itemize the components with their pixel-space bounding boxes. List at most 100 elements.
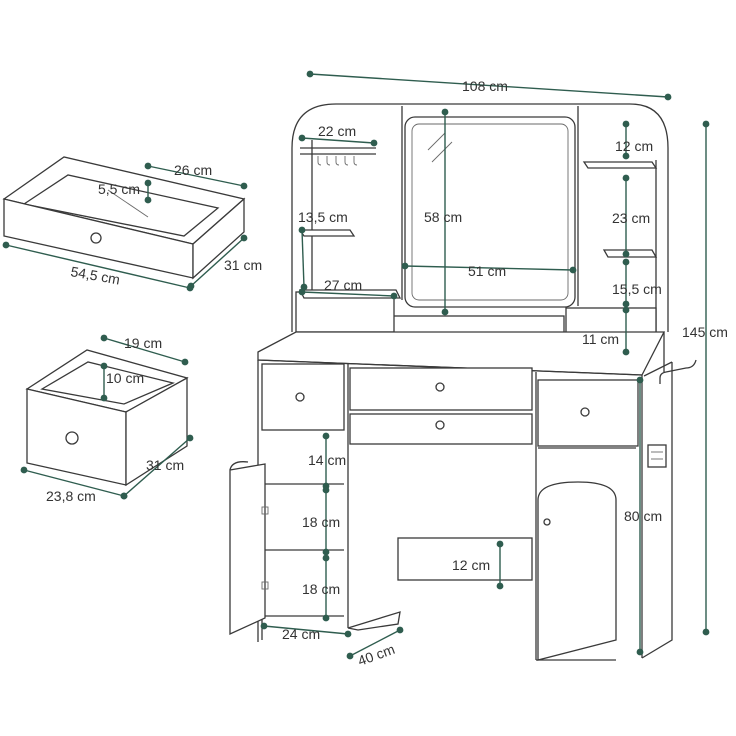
knee-panel-height-label: 12 cm <box>452 557 490 573</box>
dimension-endpoint-dot-icon <box>240 234 248 242</box>
total-width-dimension <box>306 70 672 101</box>
cabinet-width-dimension <box>260 622 352 638</box>
dimension-endpoint-dot-icon <box>636 376 644 384</box>
dimension-endpoint-dot-icon <box>322 548 330 556</box>
power-outlet <box>647 444 667 468</box>
mirror-width-dimension <box>401 262 577 274</box>
small-drawer-width-label: 19 cm <box>124 335 162 351</box>
small-drawer-height-label: 10 cm <box>106 370 144 386</box>
total-height-label: 145 cm <box>682 324 728 340</box>
dimension-lines <box>2 70 710 660</box>
dimension-endpoint-dot-icon <box>622 258 630 266</box>
dimension-endpoint-dot-icon <box>396 626 404 634</box>
depth-dimension <box>346 626 404 660</box>
mirror-width-label: 51 cm <box>468 263 506 279</box>
right-gap-bottom-label: 11 cm <box>582 331 619 347</box>
dimension-endpoint-dot-icon <box>702 628 710 636</box>
right-gap-mid-label: 23 cm <box>612 210 650 226</box>
dimension-endpoint-dot-icon <box>622 174 630 182</box>
left-shelf-mid-dimension <box>298 226 308 291</box>
dimension-endpoint-dot-icon <box>298 288 306 296</box>
knee-panel-dimension <box>496 540 504 590</box>
dimension-endpoint-dot-icon <box>298 134 306 142</box>
large-drawer-depth-label: 31 cm <box>224 257 262 273</box>
cabinet-gap-2-dimension <box>322 486 330 556</box>
dimension-endpoint-dot-icon <box>100 334 108 342</box>
dimension-endpoint-dot-icon <box>322 554 330 562</box>
table-height-dimension <box>636 376 644 656</box>
vanity-hutch <box>291 103 669 351</box>
dimension-endpoint-dot-icon <box>636 648 644 656</box>
total-height-dimension <box>702 120 710 636</box>
large-drawer-height-label: 5,5 cm <box>98 181 140 197</box>
dimension-endpoint-dot-icon <box>496 540 504 548</box>
right-gap-top-dimension <box>622 120 630 160</box>
large-drawer-width-dimension <box>144 162 248 190</box>
dimension-endpoint-dot-icon <box>622 300 630 308</box>
dimension-endpoint-dot-icon <box>344 630 352 638</box>
depth-label: 40 cm <box>356 641 397 669</box>
dimension-endpoint-dot-icon <box>240 182 248 190</box>
dimension-endpoint-dot-icon <box>622 152 630 160</box>
dimension-endpoint-dot-icon <box>260 622 268 630</box>
cabinet-gap-2-label: 18 cm <box>302 514 340 530</box>
right-gap-top-label: 12 cm <box>615 138 653 154</box>
dimension-endpoint-dot-icon <box>401 262 409 270</box>
dimension-endpoint-dot-icon <box>298 226 306 234</box>
left-shelf-top-label: 22 cm <box>318 123 356 139</box>
dimension-endpoint-dot-icon <box>187 282 195 290</box>
total-width-label: 108 cm <box>462 78 508 94</box>
mirror-glare-icon <box>427 132 446 151</box>
dimension-endpoint-dot-icon <box>496 582 504 590</box>
left-shelf-top-dimension <box>298 134 378 147</box>
mirror <box>404 116 576 308</box>
dimension-labels: 108 cm 145 cm 80 cm 40 cm 58 cm 51 cm 22… <box>46 78 728 669</box>
dimension-endpoint-dot-icon <box>622 120 630 128</box>
right-gap-bottom-dimension <box>622 306 630 356</box>
dimension-endpoint-dot-icon <box>181 358 189 366</box>
dimension-endpoint-dot-icon <box>322 486 330 494</box>
dimension-endpoint-dot-icon <box>346 652 354 660</box>
dimension-endpoint-dot-icon <box>100 394 108 402</box>
small-drawer-depth-dimension <box>120 434 194 500</box>
mirror-height-label: 58 cm <box>424 209 462 225</box>
dimension-endpoint-dot-icon <box>144 162 152 170</box>
dimension-endpoint-dot-icon <box>144 196 152 204</box>
small-drawer-width-dimension <box>100 334 189 366</box>
dimension-endpoint-dot-icon <box>622 348 630 356</box>
left-shelf-bottom-dimension <box>298 288 398 300</box>
hair-dryer-hook-icon <box>659 359 697 384</box>
necklace-hook-icon <box>317 156 358 166</box>
small-drawer-height-dimension <box>100 362 108 402</box>
table-height-label: 80 cm <box>624 508 662 524</box>
dimension-endpoint-dot-icon <box>322 614 330 622</box>
cabinet-gap-1-label: 14 cm <box>308 452 346 468</box>
right-gap-low-dimension <box>622 258 630 308</box>
left-shelf-mid-label: 13,5 cm <box>298 209 348 225</box>
dimension-endpoint-dot-icon <box>441 108 449 116</box>
dimension-endpoint-dot-icon <box>186 434 194 442</box>
dimension-endpoint-dot-icon <box>390 292 398 300</box>
dimension-endpoint-dot-icon <box>370 139 378 147</box>
large-drawer-front-label: 54,5 cm <box>69 263 121 287</box>
mirror-height-dimension <box>441 108 449 316</box>
right-gap-low-label: 15,5 cm <box>612 281 662 297</box>
dimension-endpoint-dot-icon <box>306 70 314 78</box>
dimension-endpoint-dot-icon <box>144 179 152 187</box>
small-drawer-front-label: 23,8 cm <box>46 488 96 504</box>
dimension-endpoint-dot-icon <box>664 93 672 101</box>
dimension-endpoint-dot-icon <box>322 432 330 440</box>
vanity-table <box>229 331 697 661</box>
large-drawer-width-label: 26 cm <box>174 162 212 178</box>
dimension-endpoint-dot-icon <box>622 306 630 314</box>
dimension-endpoint-dot-icon <box>120 492 128 500</box>
dimension-endpoint-dot-icon <box>100 362 108 370</box>
dimension-endpoint-dot-icon <box>441 308 449 316</box>
large-drawer-drawing <box>2 156 246 280</box>
cabinet-gap-3-dimension <box>322 554 330 622</box>
right-gap-mid-dimension <box>622 174 630 258</box>
dimension-endpoint-dot-icon <box>569 266 577 274</box>
cabinet-gap-3-label: 18 cm <box>302 581 340 597</box>
left-shelf-bottom-label: 27 cm <box>324 277 362 293</box>
